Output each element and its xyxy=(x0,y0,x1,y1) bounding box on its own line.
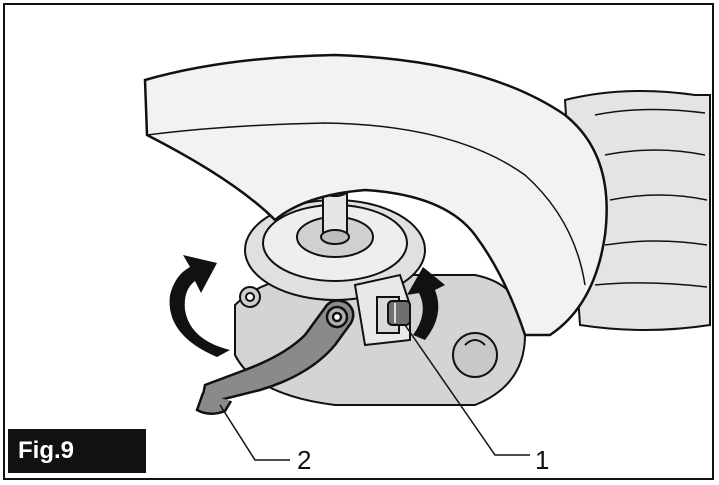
figure-label: Fig.9 xyxy=(8,429,146,473)
figure-frame: 1 2 Fig.9 xyxy=(3,3,714,480)
clamp-ring xyxy=(244,185,426,301)
grinder-guard-illustration: 1 2 xyxy=(143,53,711,475)
left-rotation-arrow xyxy=(169,255,230,357)
leader-lines xyxy=(219,324,530,461)
leader-line-1 xyxy=(404,324,530,456)
grinder-body xyxy=(563,90,711,331)
right-rotation-arrow xyxy=(407,267,445,340)
callout-number-2: 2 xyxy=(297,445,311,475)
bolt xyxy=(387,300,411,326)
wheel-guard xyxy=(143,53,608,337)
callout-number-1: 1 xyxy=(535,445,549,475)
leader-line-2 xyxy=(219,404,290,461)
